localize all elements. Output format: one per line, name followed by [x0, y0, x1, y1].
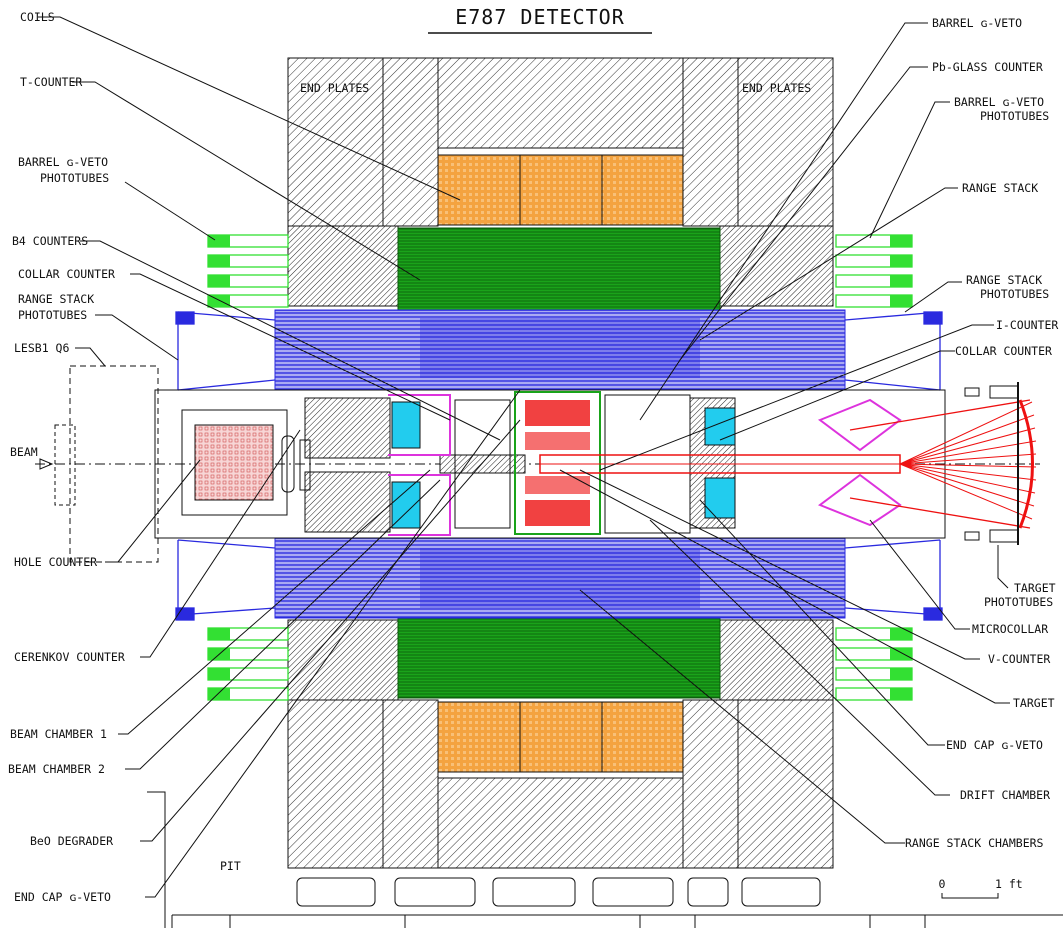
scale-bar: 0 1 ft: [939, 877, 1023, 899]
cerenkov-counter: [181, 409, 288, 516]
label-range-stack-chambers: RANGE STACK CHAMBERS: [905, 836, 1044, 850]
label-i-counter: I-COUNTER: [996, 318, 1058, 332]
label-beam: BEAM: [10, 445, 38, 459]
leader-lines: [38, 16, 1010, 898]
label-t-counter: T-COUNTER: [20, 75, 82, 89]
label-end-plates-left: END PLATES: [300, 81, 369, 95]
label-range-stack-phototubes-right-2: PHOTOTUBES: [980, 287, 1049, 301]
label-pb-glass-counter: Pb-GLASS COUNTER: [932, 60, 1043, 74]
label-pit: PIT: [220, 859, 241, 873]
label-barrel-veto-phototubes-left-1: BARREL ɢ-VETO: [18, 155, 108, 169]
label-drift-chamber: DRIFT CHAMBER: [960, 788, 1050, 802]
label-target-phototubes-1: TARGET: [1014, 581, 1056, 595]
label-barrel-veto-right: BARREL ɢ-VETO: [932, 16, 1022, 30]
label-cerenkov-counter: CERENKOV COUNTER: [14, 650, 125, 664]
label-range-stack-phototubes-left-1: RANGE STACK: [18, 292, 94, 306]
diagram-title: E787 DETECTOR: [428, 5, 652, 34]
label-beo-degrader: BeO DEGRADER: [30, 834, 113, 848]
label-end-cap-veto-right: END CAP ɢ-VETO: [946, 738, 1043, 752]
range-stack: [274, 309, 846, 619]
label-range-stack-phototubes-left-2: PHOTOTUBES: [18, 308, 87, 322]
scale-0-label: 0: [939, 877, 946, 891]
label-range-stack-phototubes-right-1: RANGE STACK: [966, 273, 1042, 287]
label-barrel-veto-phototubes-right-2: PHOTOTUBES: [980, 109, 1049, 123]
target: [539, 399, 1037, 529]
collar-counters: [391, 401, 736, 529]
label-barrel-veto-phototubes-left-2: PHOTOTUBES: [40, 171, 109, 185]
label-collar-counter-left: COLLAR COUNTER: [18, 267, 115, 281]
target-phototubes: [964, 382, 1019, 545]
barrel-veto-phototubes: [207, 234, 913, 701]
labels: COILS T-COUNTER BARREL ɢ-VETO PHOTOTUBES…: [8, 10, 1058, 904]
range-stack-phototubes: [175, 311, 943, 621]
label-beam-chamber-2: BEAM CHAMBER 2: [8, 762, 105, 776]
scale-1ft-label: 1 ft: [995, 877, 1023, 891]
label-b4-counters: B4 COUNTERS: [12, 234, 88, 248]
label-end-cap-veto-left: END CAP ɢ-VETO: [14, 890, 111, 904]
label-beam-chamber-1: BEAM CHAMBER 1: [10, 727, 107, 741]
label-collar-counter-right: COLLAR COUNTER: [955, 344, 1052, 358]
beam-chambers: [281, 435, 526, 493]
label-v-counter: V-COUNTER: [988, 652, 1050, 666]
label-target-phototubes-2: PHOTOTUBES: [984, 595, 1053, 609]
label-coils: COILS: [20, 10, 55, 24]
label-end-plates-right: END PLATES: [742, 81, 811, 95]
title-text: E787 DETECTOR: [455, 5, 625, 29]
drift-chamber: [454, 391, 691, 535]
coils: [437, 154, 684, 773]
label-target: TARGET: [1013, 696, 1055, 710]
label-range-stack: RANGE STACK: [962, 181, 1038, 195]
label-lesb1-q6: LESB1 Q6: [14, 341, 69, 355]
barrel-veto: [397, 227, 721, 699]
iron-yoke: [287, 57, 834, 869]
label-hole-counter: HOLE COUNTER: [14, 555, 97, 569]
label-microcollar: MICROCOLLAR: [972, 622, 1048, 636]
label-barrel-veto-phototubes-right-1: BARREL ɢ-VETO: [954, 95, 1044, 109]
